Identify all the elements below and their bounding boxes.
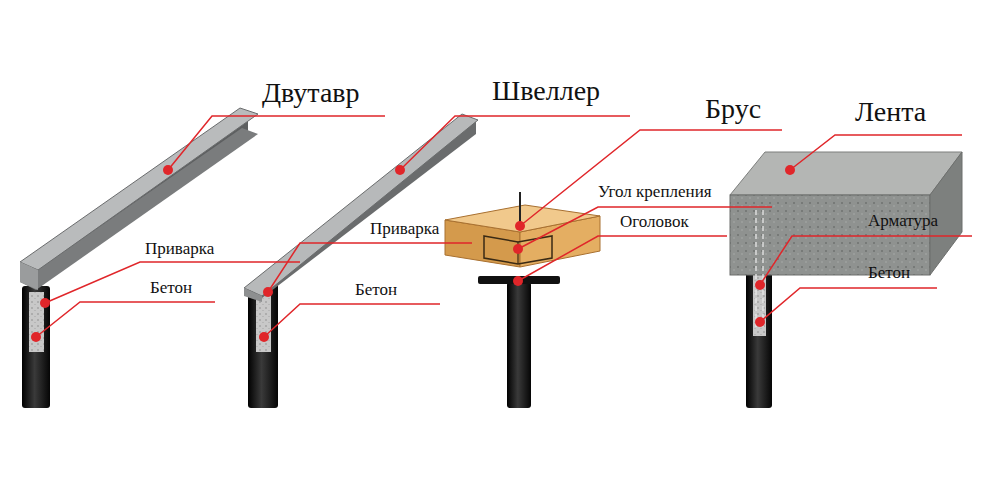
i-beam-pile [20,108,258,408]
strip-top [730,152,962,195]
leader-dot [40,298,50,308]
leader-dot [31,332,41,342]
leader-dot [395,165,405,175]
concrete-fill [753,274,766,336]
part-label: Бетон [868,264,910,283]
pile-pipe [248,284,278,408]
leader-dot [785,165,795,175]
part-label: Оголовок [620,213,689,232]
pile-pipe [746,268,772,408]
strip-pile [730,152,962,408]
pile-pipe [507,282,531,408]
part-label: Угол крепления [598,183,712,202]
part-label: Бетон [355,281,397,300]
rebar [755,210,756,330]
leader-dot [513,244,523,254]
timber-pile [445,192,600,408]
channel-pile [244,114,478,408]
leader-dot [263,287,273,297]
leader-line [760,288,937,322]
leader-dot [163,165,173,175]
leader-line [264,304,440,337]
leader-dot [259,332,269,342]
leader-line [36,302,215,337]
rebar [762,210,763,330]
beam-bottom-flange [20,128,258,290]
beam-end [20,262,38,290]
leader-line [760,236,972,285]
part-title: Двутавр [262,78,360,109]
leader-dot [755,317,765,327]
leader-dots [31,165,795,342]
leader-line [45,262,300,303]
leader-dot [755,280,765,290]
leader-line [518,236,727,281]
part-title: Лента [855,97,926,128]
leader-dot [513,276,523,286]
leader-dot [515,221,525,231]
leader-lines [36,116,972,337]
leader-line [400,116,630,170]
leader-line [518,207,772,249]
pile-pipe [22,286,50,408]
leader-line [168,116,385,170]
mounting-bracket [484,236,552,264]
part-label: Приварка [370,220,439,239]
part-label: Бетон [150,279,192,298]
part-title: Швеллер [492,76,600,107]
channel-flange [244,114,478,296]
channel-end [244,288,262,302]
part-label: Приварка [145,240,214,259]
part-title: Брус [705,94,761,125]
leader-line [520,130,782,226]
beam-top-flange [20,108,258,270]
leader-line [790,135,962,170]
part-label: Арматура [868,212,938,231]
